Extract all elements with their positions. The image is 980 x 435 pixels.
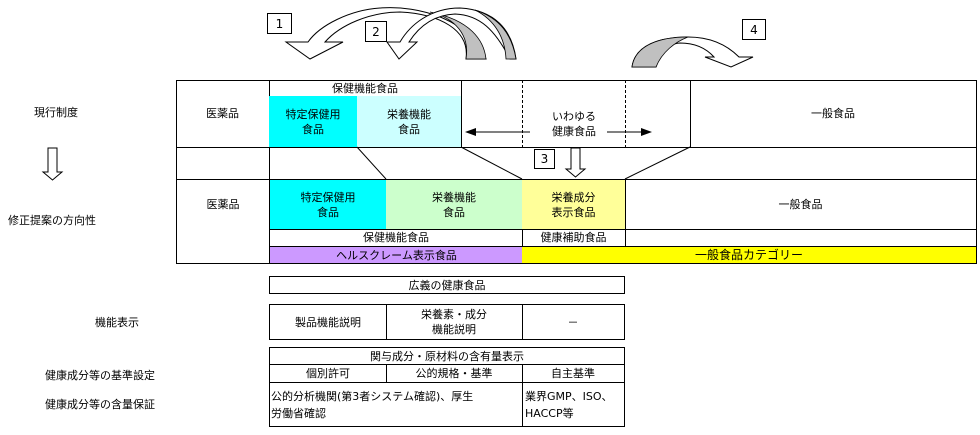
row-divider	[176, 179, 976, 180]
function-claims-table	[269, 304, 625, 340]
row-divider	[461, 147, 976, 148]
health-claim-category: ヘルスクレーム表示食品	[270, 247, 523, 263]
broad-health-food-box: 広義の健康食品	[269, 276, 625, 294]
standard-individual-permit: 個別許可	[270, 364, 387, 383]
general-food-category: 一般食品カテゴリー	[522, 247, 976, 263]
marker-1: 1	[267, 13, 292, 34]
standards-table	[269, 347, 625, 427]
connector-line	[624, 146, 691, 180]
product-function-claim: 製品機能説明	[270, 305, 387, 339]
proposal-foshu-cell: 特定保健用 食品	[270, 180, 387, 230]
connector-line	[356, 146, 387, 180]
column-divider	[269, 179, 270, 264]
label-function-display: 機能表示	[95, 316, 139, 329]
marker-4: 4	[742, 19, 766, 40]
label-standard-setting: 健康成分等の基準設定	[45, 369, 155, 382]
current-general-food: 一般食品	[811, 106, 855, 120]
column-divider	[522, 383, 523, 426]
arrow-head-left-icon	[465, 128, 476, 136]
row-divider	[625, 246, 976, 247]
label-current-system: 現行制度	[34, 106, 78, 119]
content-display-header: 関与成分・原材料の含有量表示	[270, 348, 624, 365]
curved-arrow-2-icon	[386, 7, 517, 60]
down-arrow-3-icon	[564, 147, 587, 178]
column-divider	[269, 147, 270, 179]
curved-arrow-1-shadow	[429, 11, 487, 60]
column-divider	[690, 80, 691, 148]
main-table	[176, 80, 977, 264]
arrow-head-right-icon	[641, 128, 652, 136]
guarantee-private: 業界GMP、ISO、 HACCP等	[525, 390, 613, 420]
proposal-nutrient-display-cell: 栄養成分 表示食品	[522, 180, 626, 230]
current-fnfc-cell: 栄養機能 食品	[357, 96, 462, 148]
guarantee-public: 公的分析機関(第3者システム確認)、厚生 労働省確認	[271, 390, 474, 420]
standard-voluntary: 自主基準	[522, 364, 624, 383]
dashed-divider	[522, 80, 523, 148]
standard-public-spec: 公的規格・基準	[386, 364, 523, 383]
proposal-pharma-cell: 医薬品	[206, 197, 240, 211]
down-arrow-icon	[41, 147, 64, 181]
proposal-health-aid-group: 健康補助食品	[522, 229, 626, 247]
label-proposal-direction: 修正提案の方向性	[8, 214, 96, 227]
nutrient-function-claim: 栄養素・成分 機能説明	[386, 305, 523, 339]
label-content-guarantee: 健康成分等の含量保証	[45, 398, 155, 411]
curved-arrow-4-shadow	[631, 36, 689, 68]
no-function-claim: －	[567, 315, 579, 329]
current-so-called-health-food: いわゆる 健康食品	[530, 108, 618, 140]
dashed-divider	[625, 80, 626, 148]
proposal-health-function-group: 保健機能食品	[270, 229, 523, 247]
marker-2: 2	[365, 21, 387, 42]
marker-3: 3	[534, 149, 555, 169]
curved-arrow-2-shadow	[474, 9, 517, 60]
proposal-general-food-cell: 一般食品	[625, 180, 976, 230]
connector-line	[460, 146, 523, 180]
